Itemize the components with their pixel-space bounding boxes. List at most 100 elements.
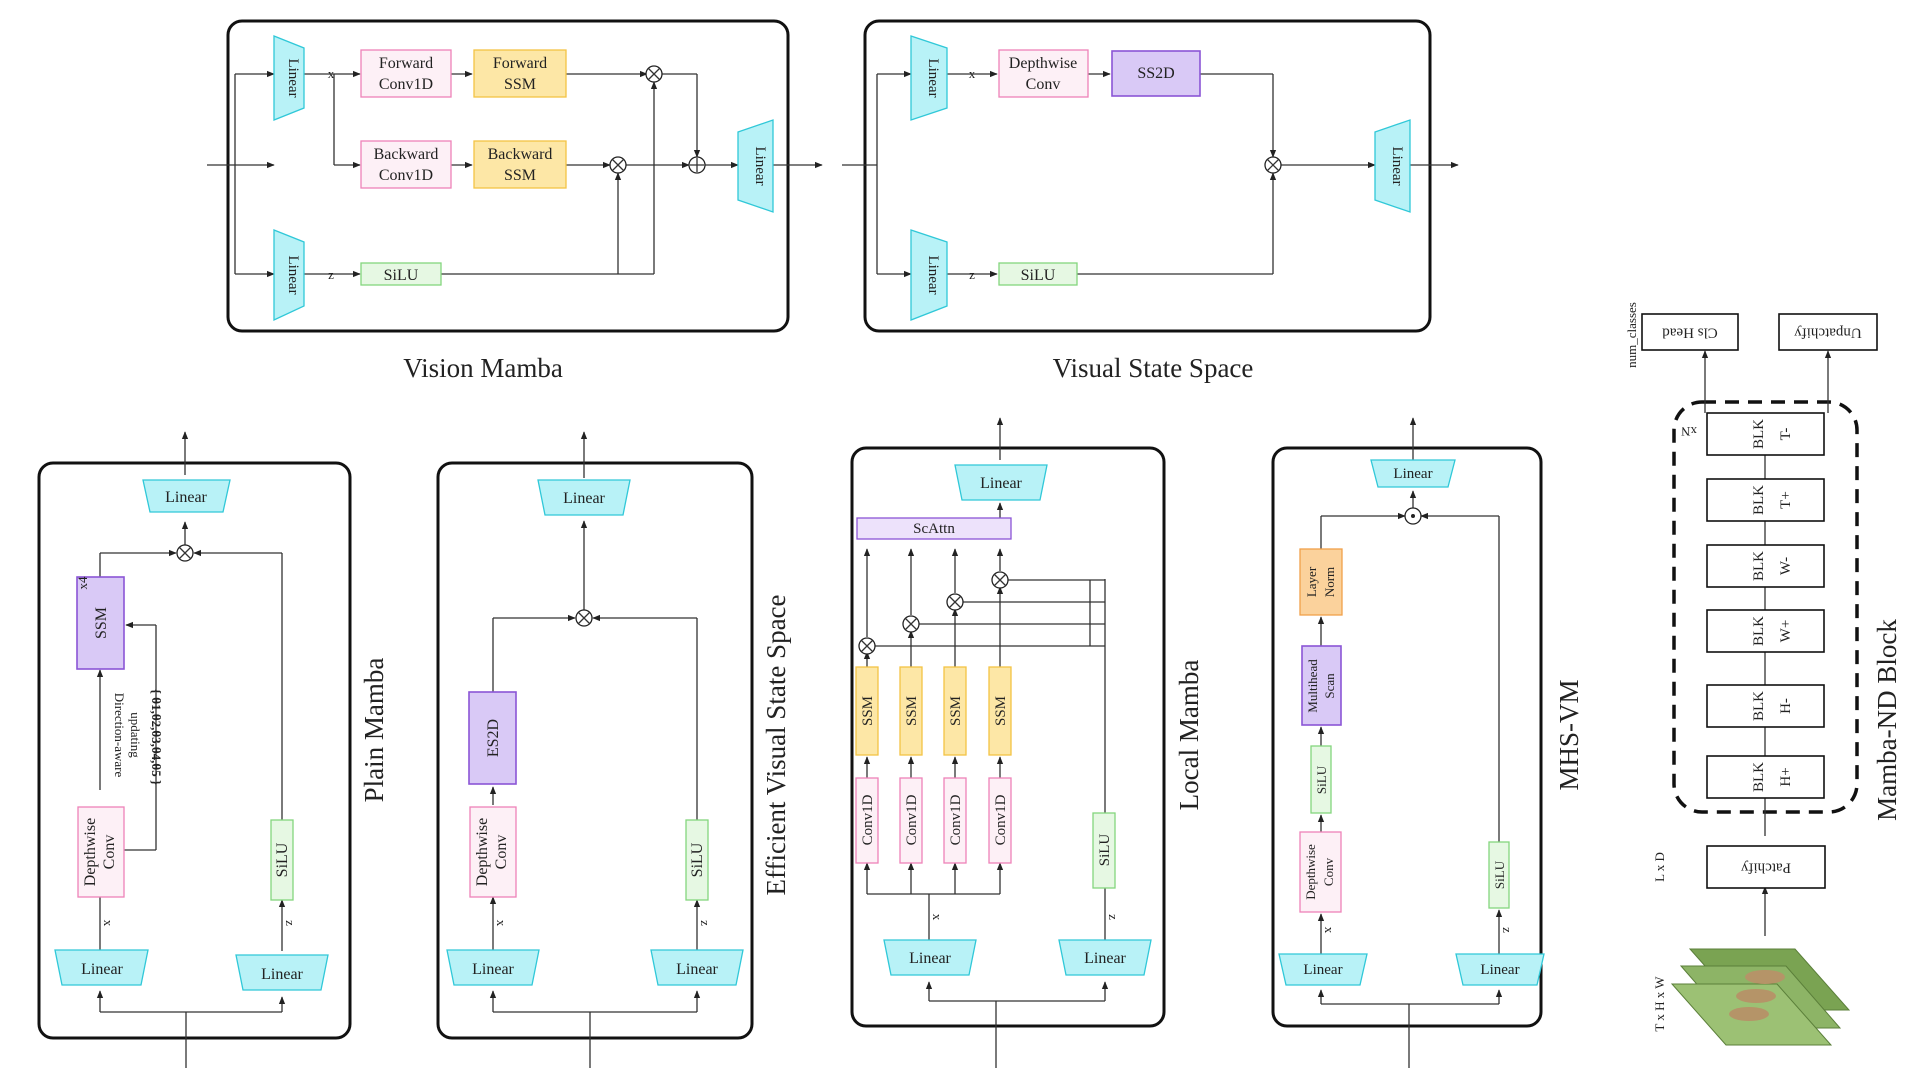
lxd-label: L x D	[1652, 852, 1667, 882]
mhs-linear-out-label: Linear	[1393, 466, 1432, 482]
unpatchify-label: Unpatchify	[1794, 325, 1862, 341]
vm-forward-conv1d-l2: Conv1D	[379, 76, 433, 93]
evss-z-label: z	[698, 920, 713, 926]
vss-ss2d-label: SS2D	[1137, 65, 1174, 82]
vss-dwconv-l2: Conv	[1026, 76, 1061, 93]
lm-conv1d-2	[899, 777, 923, 864]
blk-box-4	[1706, 609, 1825, 653]
mhs-vm-title: MHS-VM	[1554, 679, 1584, 790]
pm-ssm-rep-label: x4	[75, 576, 90, 590]
vm-backward-conv1d-l1: Backward	[374, 146, 439, 163]
meerkat-2	[1736, 989, 1776, 1003]
lm-ssm-4-label: SSM	[993, 696, 1009, 726]
mhs-vm-panel: Linear Linear Linear x z Depthwise Conv …	[1271, 417, 1584, 1068]
vm-forward-conv1d-l1: Forward	[379, 55, 433, 72]
vm-linear-x-label: Linear	[285, 58, 301, 97]
vm-linear-x	[273, 35, 305, 121]
vss-linear-z-label: Linear	[925, 255, 941, 294]
local-mamba-panel: Linear Linear Linear x z ScAttn Conv1D C…	[850, 417, 1204, 1068]
efficient-vss-panel: Linear Linear Linear x z Depthwise Conv …	[436, 431, 791, 1068]
vss-x-label: x	[969, 66, 976, 81]
vss-dwconv-l1: Depthwise	[1009, 55, 1077, 72]
vm-z-label: z	[328, 267, 334, 282]
vm-forward-conv1d	[360, 49, 452, 98]
lm-linear-z	[1058, 939, 1152, 976]
pm-ssm	[76, 576, 125, 670]
lm-conv1d-4	[988, 777, 1012, 864]
lm-ssm-1-label: SSM	[860, 696, 876, 726]
vm-backward-conv1d	[360, 140, 452, 189]
blk-box-3	[1706, 544, 1825, 588]
vss-linear-out-label: Linear	[1389, 146, 1405, 185]
vm-silu	[360, 262, 442, 286]
local-mamba-frame	[850, 446, 1166, 1028]
input-dims-label: T x H x W	[1652, 976, 1667, 1032]
blk-box-1	[1706, 412, 1825, 456]
vm-backward-conv1d-l2: Conv1D	[379, 167, 433, 184]
visual-state-space-panel: Linear Linear Linear x z Depthwise Conv …	[842, 19, 1459, 383]
vm-backward-ssm-l1: Backward	[488, 146, 553, 163]
vm-multiply-icon-top	[645, 65, 663, 83]
mamba-nd-repeat-label: xN	[1680, 424, 1697, 439]
lm-ssm-4	[988, 666, 1012, 756]
meerkat-1	[1729, 1007, 1769, 1021]
vm-linear-z	[273, 229, 305, 322]
pm-linear-x	[54, 949, 149, 986]
plain-mamba-panel: Linear Linear Linear x z Depthwise Conv …	[37, 431, 389, 1068]
pm-linear-x-label: Linear	[81, 961, 123, 978]
vss-linear-x-label: Linear	[925, 58, 941, 97]
meerkat-3	[1745, 970, 1785, 984]
lm-linear-out-label: Linear	[980, 475, 1022, 492]
evss-linear-z-label: Linear	[676, 961, 718, 978]
mhs-scan-l1: Multihead	[1305, 659, 1320, 713]
blk-box-2	[1706, 478, 1825, 522]
lm-multiply-icon-2	[902, 615, 920, 633]
blk-label-3: BLK	[1751, 551, 1767, 581]
lm-linear-x-label: Linear	[909, 950, 951, 967]
lm-ssm-2	[899, 666, 923, 756]
evss-multiply-icon	[575, 609, 593, 627]
mhs-x-label: x	[1322, 927, 1337, 934]
vision-mamba-frame	[226, 19, 790, 333]
vss-frame	[863, 19, 1432, 333]
mhs-multihead-scan	[1301, 645, 1342, 726]
mhs-dwconv-l2: Conv	[1321, 857, 1336, 886]
mhs-vm-frame	[1271, 446, 1543, 1028]
blk-box-5	[1706, 684, 1825, 728]
lm-scattn-label: ScAttn	[913, 521, 955, 537]
lm-conv1d-1	[855, 777, 879, 864]
vm-linear-out-label: Linear	[752, 146, 768, 185]
vm-forward-ssm-l1: Forward	[493, 55, 547, 72]
lm-silu-label: SiLU	[1097, 834, 1113, 867]
mhs-linear-z	[1455, 953, 1545, 986]
vm-add-icon	[688, 156, 706, 174]
num-classes-label: num_classes	[1624, 302, 1639, 368]
evss-linear-z	[650, 949, 744, 986]
lm-ssm-3-label: SSM	[948, 696, 964, 726]
mhs-scan-l2: Scan	[1322, 673, 1337, 699]
input-image-stack	[1670, 948, 1851, 1046]
evss-es2d-label: ES2D	[485, 719, 502, 757]
vm-forward-ssm	[473, 49, 567, 98]
blk-dir-5: H-	[1778, 698, 1794, 714]
mhs-silu	[1310, 745, 1332, 814]
pm-linear-out-label: Linear	[165, 489, 207, 506]
mhs-layer-norm	[1299, 548, 1343, 616]
lm-silu	[1092, 812, 1116, 889]
blk-box-6	[1706, 755, 1825, 799]
vm-silu-label: SiLU	[384, 267, 419, 284]
mhs-linear-z-label: Linear	[1480, 962, 1519, 978]
pm-direction-l2: updating	[128, 712, 143, 758]
mhs-linear-x	[1278, 953, 1368, 986]
patchify-label: Patchify	[1741, 860, 1791, 876]
lm-conv1d-1-label: Conv1D	[860, 794, 876, 845]
lm-ssm-1	[855, 666, 879, 756]
vss-multiply-icon	[1264, 156, 1282, 174]
mhs-silu-z-label: SiLU	[1492, 860, 1507, 889]
evss-dwconv-l2: Conv	[493, 835, 510, 870]
blk-dir-2: T+	[1778, 491, 1794, 509]
blk-dir-3: W-	[1778, 557, 1794, 575]
evss-frame	[436, 461, 754, 1040]
lm-conv1d-3-label: Conv1D	[948, 794, 964, 845]
